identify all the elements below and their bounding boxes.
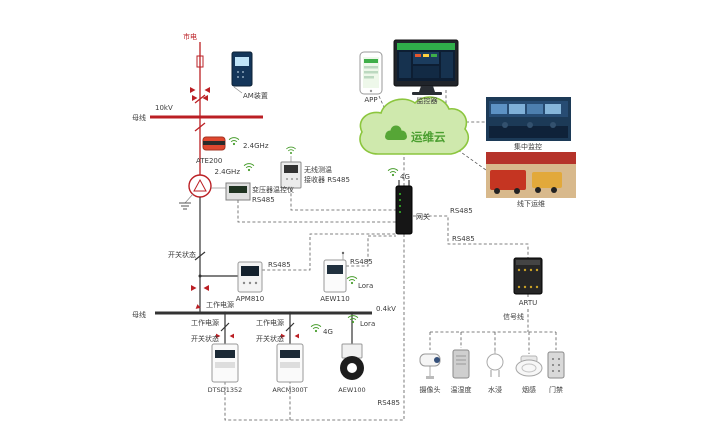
rs485-dashed-links xyxy=(224,90,557,421)
mains-label: 市电 xyxy=(183,32,197,41)
isolator-symbol xyxy=(194,94,206,104)
ops-cloud: 运维云 xyxy=(359,96,470,155)
busbar-top-label: 母线 xyxy=(132,113,146,122)
rs485-label-gw2: RS485 xyxy=(452,235,475,243)
ct-arrow-icon xyxy=(204,87,210,93)
ct-arrow-icon xyxy=(191,285,197,291)
aew110-device: RS485 Lora AEW110 xyxy=(320,251,373,303)
cloud-icon xyxy=(385,125,407,140)
wifi-4g-icon-bottom xyxy=(310,324,322,333)
signal-line-label: 信号线 xyxy=(503,312,524,321)
photo-field-ops: 线下运维 xyxy=(486,152,576,208)
transformer-symbol xyxy=(179,174,212,210)
work-power-label-1: 工作电源 xyxy=(206,300,234,309)
ct-arrow-icon xyxy=(190,87,196,93)
door-access-device: 门禁 xyxy=(547,351,565,394)
aew100-label: AEW100 xyxy=(338,386,365,394)
door-label: 门禁 xyxy=(549,385,563,394)
smoke-sensor: 烟感 xyxy=(515,355,543,394)
dtsd1352-label: DTSD1352 xyxy=(208,386,243,394)
aew100-ct-device: 4G Lora AEW100 xyxy=(310,315,375,394)
rs485-label-gw1: RS485 xyxy=(450,207,473,215)
hv-feeder: 市电 10kV 母线 xyxy=(132,32,263,175)
ct-arrow-icon xyxy=(229,333,234,339)
ct-arrow-icon xyxy=(203,285,209,291)
transformer-ctrl-label: 变压器温控仪 xyxy=(252,185,294,194)
photo-field-label: 线下运维 xyxy=(517,199,545,208)
rs485-label-apm: RS485 xyxy=(268,261,291,269)
photo-central-label: 集中监控 xyxy=(514,142,542,151)
voltage-label-04kv: 0.4kV xyxy=(376,305,396,313)
ghz-label-b: 2.4GHz xyxy=(215,168,241,176)
apm810-label: APM810 xyxy=(236,295,264,303)
receiver-label-line2: 接收器 RS485 xyxy=(304,175,350,184)
fuse-symbol xyxy=(196,55,204,68)
aew110-label: AEW110 xyxy=(320,295,350,303)
breaker-symbol xyxy=(194,122,206,132)
work-power-label-3: 工作电源 xyxy=(256,318,284,327)
gateway-label: 网关 xyxy=(416,212,430,221)
artu-label: ARTU xyxy=(519,299,538,307)
water-label: 水浸 xyxy=(488,385,502,394)
apm810-meter: RS485 APM810 xyxy=(236,261,291,303)
ct-arrow-icon xyxy=(294,333,299,339)
lora-icon-aew110 xyxy=(346,276,358,285)
cloud-label: 运维云 xyxy=(411,130,446,144)
switch-state-label-3: 开关状态 xyxy=(256,334,284,343)
ct-arrow-icon xyxy=(192,95,198,101)
monitor-screen: 监控器 xyxy=(393,39,459,105)
am-device-label: AM装置 xyxy=(243,91,268,100)
transformer-ctrl-rs485-label: RS485 xyxy=(252,196,275,204)
ground-symbol xyxy=(179,202,191,210)
arcm300t-meter: ARCM300T xyxy=(272,343,308,394)
wifi-2g4-icon-a xyxy=(228,137,240,146)
wireless-receiver-device: 2.4GHz 无线测温 接收器 RS485 xyxy=(215,146,350,189)
app-phone: APP xyxy=(359,51,383,104)
camera-label: 摄像头 xyxy=(420,385,441,394)
gateway-4g-label: 4G xyxy=(400,173,410,181)
lora-icon-aew100 xyxy=(347,315,359,324)
smoke-label: 烟感 xyxy=(522,385,536,394)
rs485-label-aew110: RS485 xyxy=(350,258,373,266)
camera-device: 摄像头 xyxy=(419,353,441,394)
transformer-controller-device: 变压器温控仪 RS485 xyxy=(211,182,294,204)
gateway-device: 4G 网关 RS485 RS485 RS485 xyxy=(377,168,475,407)
ate200-sensor: ATE200 2.4GHz xyxy=(196,136,269,165)
voltage-label-10kv: 10kV xyxy=(155,104,173,112)
ate200-label: ATE200 xyxy=(196,157,222,165)
lv-feeder: 开关状态 工作电源 母线 0.4kV 工作电源 开关状态 工作电源 开关状态 xyxy=(132,197,396,344)
photo-central-monitoring: 集中监控 xyxy=(486,97,571,151)
g4-bottom-label: 4G xyxy=(323,328,333,336)
water-sensor: 水浸 xyxy=(486,348,504,394)
switch-state-label-1: 开关状态 xyxy=(168,250,196,259)
breaker-symbol xyxy=(220,322,295,332)
arcm300t-label: ARCM300T xyxy=(272,386,307,394)
breaker-symbol xyxy=(194,251,206,261)
receiver-label-line1: 无线测温 xyxy=(304,165,332,174)
ghz-label-a: 2.4GHz xyxy=(243,142,269,150)
temp-humidity-sensor: 温湿度 xyxy=(451,349,472,394)
monitor-label: 监控器 xyxy=(417,96,438,105)
antenna-icon xyxy=(398,180,410,186)
app-label: APP xyxy=(364,96,377,104)
rs485-label-bottom: RS485 xyxy=(377,399,400,407)
artu-device: ARTU 信号线 xyxy=(503,257,543,321)
protection-relay-device: AM装置 xyxy=(231,51,268,100)
lora-label-aew110: Lora xyxy=(358,282,373,290)
wifi-2g4-icon-b xyxy=(243,163,255,172)
wifi-4g-gateway-icon xyxy=(387,168,399,177)
wifi-receiver-icon xyxy=(285,146,297,155)
temp-humidity-label: 温湿度 xyxy=(451,385,472,394)
switch-state-label-2: 开关状态 xyxy=(191,334,219,343)
work-power-label-2: 工作电源 xyxy=(191,318,219,327)
dtsd1352-meter: DTSD1352 xyxy=(208,343,243,394)
lora-label-aew100: Lora xyxy=(360,320,375,328)
busbar-bottom-label: 母线 xyxy=(132,310,146,319)
